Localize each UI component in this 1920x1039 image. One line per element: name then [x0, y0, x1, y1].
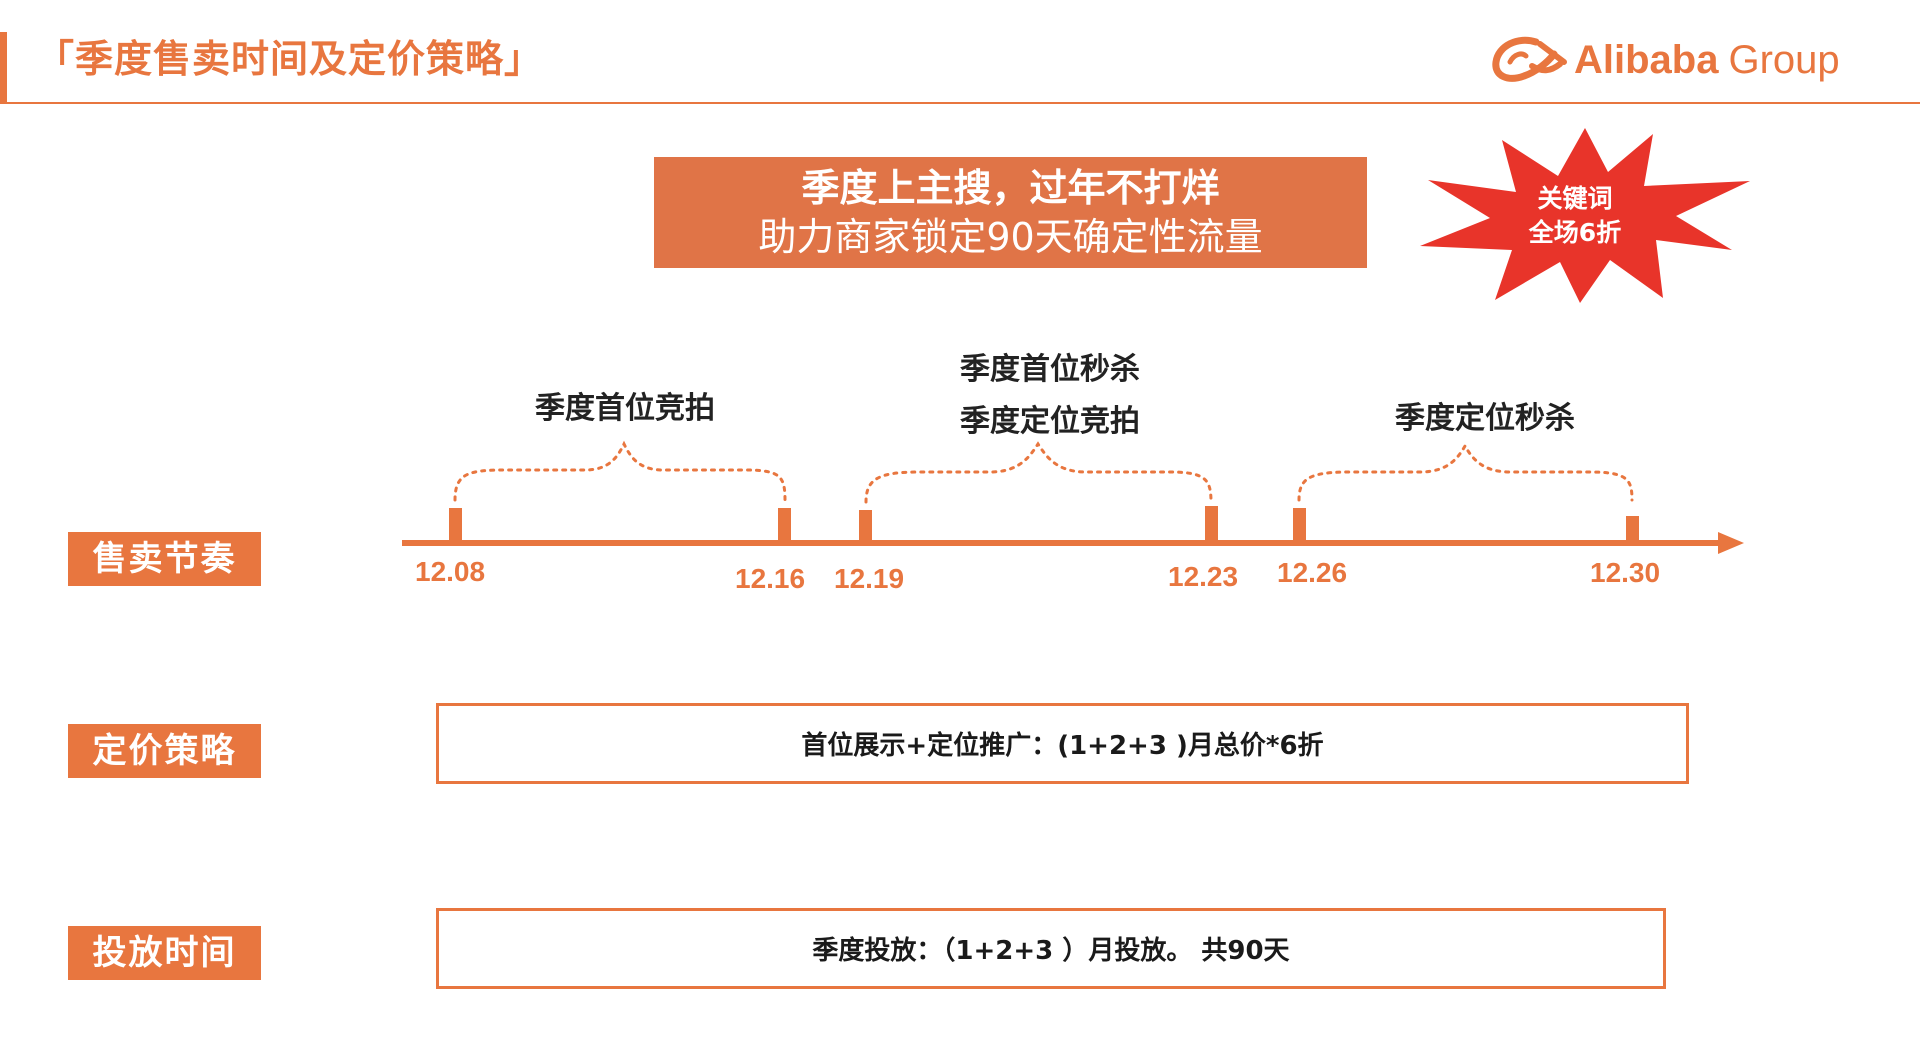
starburst-line-1: 关键词: [1537, 184, 1613, 213]
headline-line-2: 助力商家锁定90天确定性流量: [758, 215, 1263, 259]
phase-brace-1: [453, 440, 787, 502]
alibaba-smile-logo-icon: [1492, 36, 1567, 82]
phase-title-line: 季度定位秒杀: [1395, 401, 1575, 436]
header-divider: [0, 102, 1920, 104]
alibaba-group-logo: Alibaba Group: [1490, 30, 1840, 90]
phase-title-line: 季度首位秒杀: [960, 352, 1140, 387]
timeline-date: 12.30: [1590, 557, 1661, 588]
headline-line-1: 季度上主搜，过年不打烊: [801, 166, 1220, 210]
row-label-time: 投放时间: [68, 926, 261, 980]
logo-group-text: Group: [1728, 37, 1840, 82]
phase-brace-3: [1297, 443, 1634, 502]
phase-title-line: 季度定位竞拍: [960, 404, 1140, 439]
phase-title-2: 季度首位秒杀 季度定位竞拍: [940, 344, 1160, 448]
row-label-pricing: 定价策略: [68, 724, 261, 778]
delivery-time-box: 季度投放：（1+2+3 ）月投放。 共90天: [436, 908, 1666, 989]
timeline-date: 12.16: [735, 563, 806, 594]
phase-title-1: 季度首位竞拍: [520, 383, 730, 435]
timeline-date: 12.19: [834, 563, 905, 594]
timeline-date: 12.23: [1168, 561, 1239, 592]
phase-brace-2: [864, 441, 1213, 504]
timeline-marker: [859, 510, 872, 543]
slide-title: 「季度售卖时间及定价策略」: [36, 37, 544, 81]
timeline-date: 12.26: [1277, 557, 1348, 588]
logo-brand-text: Alibaba: [1574, 37, 1719, 82]
timeline-marker: [1293, 508, 1306, 543]
timeline-arrow-icon: [1718, 532, 1744, 554]
pricing-strategy-box: 首位展示+定位推广：(1+2+3 )月总价*6折: [436, 703, 1689, 784]
timeline-marker: [778, 508, 791, 543]
timeline-marker: [449, 508, 462, 543]
phase-title-line: 季度首位竞拍: [535, 391, 715, 426]
starburst-text: 关键词 全场6折: [1480, 182, 1670, 250]
header-accent-bar: [0, 32, 7, 102]
timeline-marker: [1205, 506, 1218, 543]
starburst-badge-icon: [1420, 128, 1750, 303]
timeline-date: 12.08: [415, 556, 486, 587]
timeline-graphic: [402, 440, 1744, 554]
starburst-line-2: 全场6折: [1528, 218, 1622, 247]
headline-banner: 季度上主搜，过年不打烊 助力商家锁定90天确定性流量: [654, 157, 1367, 268]
phase-title-3: 季度定位秒杀: [1380, 393, 1590, 445]
timeline-marker: [1626, 516, 1639, 543]
row-label-rhythm: 售卖节奏: [68, 532, 261, 586]
delivery-time-text: 季度投放：（1+2+3 ）月投放。 共90天: [812, 936, 1290, 966]
pricing-strategy-text: 首位展示+定位推广：(1+2+3 )月总价*6折: [801, 731, 1324, 761]
